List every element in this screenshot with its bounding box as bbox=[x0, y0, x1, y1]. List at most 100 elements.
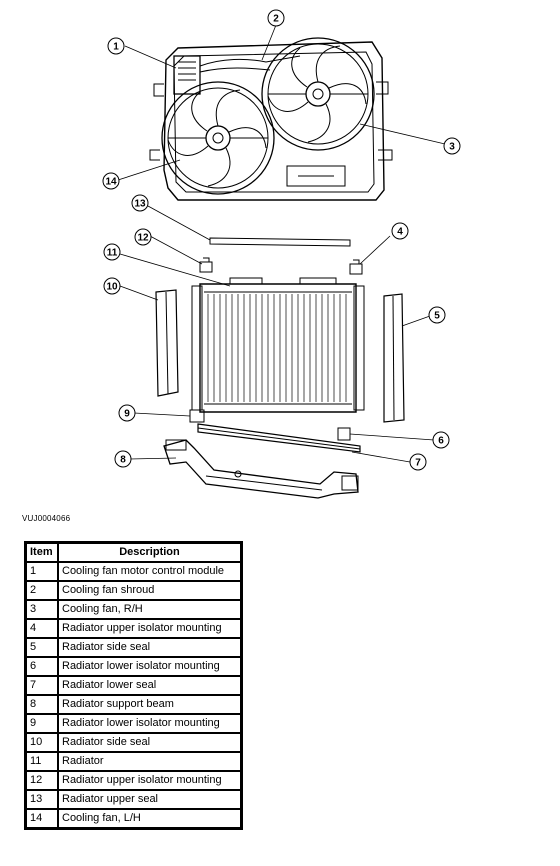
callout-circle bbox=[103, 243, 121, 261]
item-cell: 11 bbox=[26, 752, 58, 771]
radiator-side-seal-left bbox=[155, 289, 179, 397]
callout-number: 7 bbox=[415, 458, 421, 469]
item-cell: 8 bbox=[26, 695, 58, 714]
description-cell: Cooling fan, L/H bbox=[58, 809, 241, 828]
column-header-description: Description bbox=[58, 543, 241, 562]
callout-3: 3 bbox=[443, 137, 461, 155]
callout-number: 2 bbox=[273, 14, 279, 25]
item-cell: 1 bbox=[26, 562, 58, 581]
callout-number: 13 bbox=[134, 199, 146, 210]
fan-shroud bbox=[149, 41, 393, 201]
callout-9: 9 bbox=[118, 404, 136, 422]
callout-number: 3 bbox=[449, 142, 455, 153]
callout-12: 12 bbox=[134, 228, 152, 246]
radiator-side-seal-right bbox=[383, 293, 405, 423]
callout-number: 11 bbox=[107, 248, 118, 259]
callout-circle bbox=[118, 404, 136, 422]
callout-circle bbox=[428, 306, 446, 324]
callout-6: 6 bbox=[432, 431, 450, 449]
callout-number: 10 bbox=[106, 282, 118, 293]
callout-1: 1 bbox=[107, 37, 125, 55]
description-cell: Radiator side seal bbox=[58, 638, 241, 657]
cooling-fan-rh bbox=[261, 37, 375, 151]
callout-number: 4 bbox=[397, 227, 403, 238]
item-cell: 6 bbox=[26, 657, 58, 676]
description-cell: Radiator lower seal bbox=[58, 676, 241, 695]
callout-number: 9 bbox=[124, 409, 130, 420]
description-cell: Radiator upper seal bbox=[58, 790, 241, 809]
callout-circle bbox=[114, 450, 132, 468]
item-cell: 10 bbox=[26, 733, 58, 752]
radiator-lower-seal bbox=[197, 423, 361, 453]
callout-circle bbox=[134, 228, 152, 246]
upper-isolator-right bbox=[349, 259, 363, 275]
callout-11: 11 bbox=[103, 243, 121, 261]
callout-4: 4 bbox=[391, 222, 409, 240]
callout-number: 5 bbox=[434, 311, 440, 322]
item-cell: 14 bbox=[26, 809, 58, 828]
item-cell: 5 bbox=[26, 638, 58, 657]
fan-motor-control-module bbox=[173, 55, 301, 95]
description-cell: Cooling fan motor control module bbox=[58, 562, 241, 581]
radiator-upper-seal bbox=[209, 237, 351, 247]
callout-circle bbox=[409, 453, 427, 471]
description-cell: Radiator support beam bbox=[58, 695, 241, 714]
description-cell: Cooling fan shroud bbox=[58, 581, 241, 600]
description-cell: Cooling fan, R/H bbox=[58, 600, 241, 619]
description-cell: Radiator bbox=[58, 752, 241, 771]
callout-circle bbox=[131, 194, 149, 212]
callout-circle bbox=[432, 431, 450, 449]
description-cell: Radiator upper isolator mounting bbox=[58, 619, 241, 638]
callout-number: 8 bbox=[120, 455, 126, 466]
callout-circle bbox=[443, 137, 461, 155]
radiator bbox=[191, 277, 365, 413]
radiator-support-beam bbox=[163, 439, 359, 499]
item-cell: 9 bbox=[26, 714, 58, 733]
item-cell: 7 bbox=[26, 676, 58, 695]
callout-10: 10 bbox=[103, 277, 121, 295]
upper-isolator-left bbox=[199, 257, 213, 273]
callout-13: 13 bbox=[131, 194, 149, 212]
table-header-row: Item Description bbox=[26, 543, 241, 562]
lower-isolator-left bbox=[189, 409, 205, 423]
callout-number: 14 bbox=[105, 177, 117, 188]
column-header-item: Item bbox=[26, 543, 58, 562]
item-cell: 3 bbox=[26, 600, 58, 619]
description-cell: Radiator lower isolator mounting bbox=[58, 657, 241, 676]
callout-8: 8 bbox=[114, 450, 132, 468]
lower-isolator-right bbox=[337, 427, 351, 441]
item-cell: 13 bbox=[26, 790, 58, 809]
description-cell: Radiator lower isolator mounting bbox=[58, 714, 241, 733]
figure-id: VUJ0004066 bbox=[22, 514, 71, 523]
callout-number: 6 bbox=[438, 436, 444, 447]
callout-circle bbox=[391, 222, 409, 240]
description-cell: Radiator side seal bbox=[58, 733, 241, 752]
callout-5: 5 bbox=[428, 306, 446, 324]
callout-circle bbox=[107, 37, 125, 55]
callout-number: 1 bbox=[113, 42, 119, 53]
callout-2: 2 bbox=[267, 9, 285, 27]
callout-circle bbox=[267, 9, 285, 27]
item-cell: 2 bbox=[26, 581, 58, 600]
callout-14: 14 bbox=[102, 172, 120, 190]
callout-number: 12 bbox=[137, 233, 149, 244]
item-cell: 12 bbox=[26, 771, 58, 790]
callout-circle bbox=[102, 172, 120, 190]
cooling-fan-lh bbox=[161, 81, 275, 195]
